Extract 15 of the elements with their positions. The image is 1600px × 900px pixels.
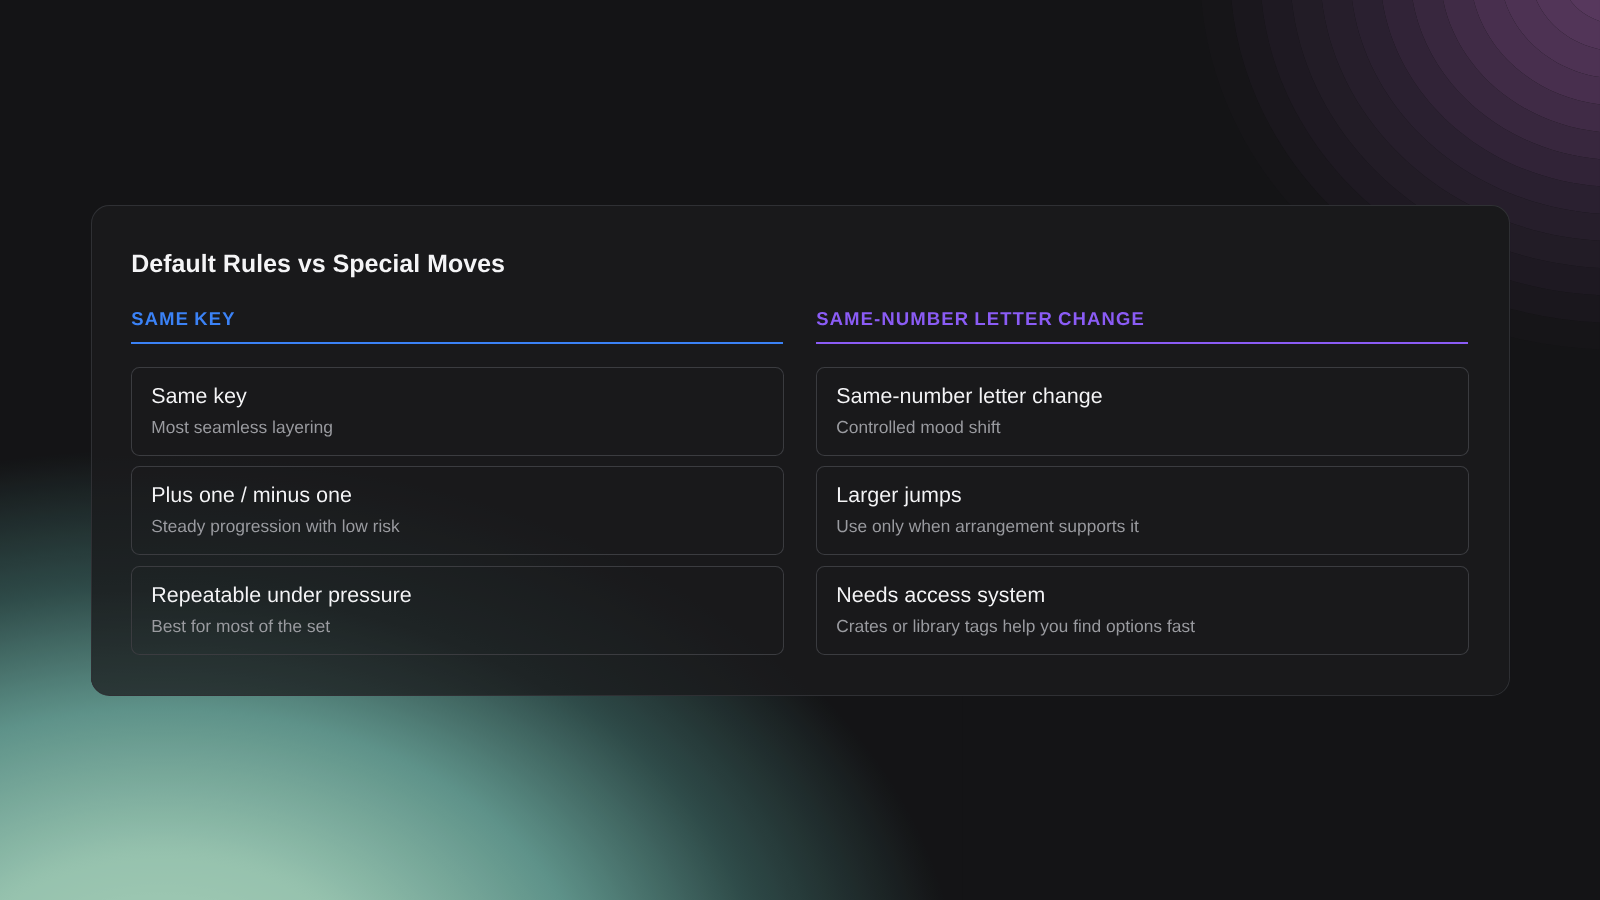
card-description: Crates or library tags help you find options fast [837,619,1195,636]
card-title: Repeatable under pressure [152,586,411,607]
panel-title: Default Rules vs Special Moves [132,253,504,278]
column-heading: SAME KEY [131,312,235,326]
card-description: Steady progression with low risk [152,519,400,536]
card-description: Most seamless layering [152,420,332,437]
card-title: Plus one / minus one [152,486,351,503]
card-title: Same-number letter change [837,387,1102,408]
card-description: Best for most of the set [152,619,330,633]
card-title: Same key [152,387,247,408]
card-title: Needs access system [837,586,1044,607]
card-description: Controlled mood shift [837,420,1001,434]
card-title: Larger jumps [837,486,961,507]
column-heading: SAME-NUMBER LETTER CHANGE [816,312,1144,326]
card-description: Use only when arrangement supports it [837,519,1139,536]
